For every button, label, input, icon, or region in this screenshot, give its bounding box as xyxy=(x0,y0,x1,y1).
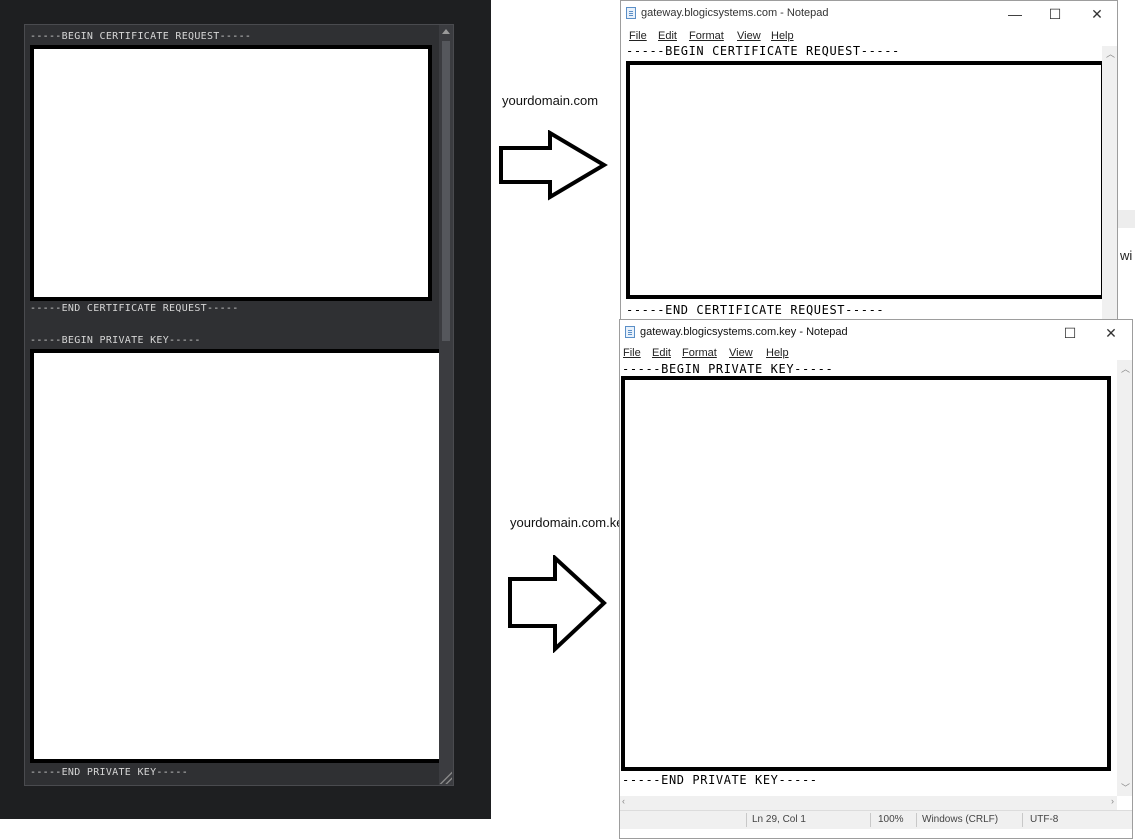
notepad-icon xyxy=(625,326,635,338)
menu-help[interactable]: Help xyxy=(766,347,789,359)
background-text: wi xyxy=(1120,248,1133,263)
close-button[interactable]: ✕ xyxy=(1091,6,1103,22)
title-bar: gateway.blogicsystems.com - Notepad — ☐ … xyxy=(621,1,1117,28)
key-redacted-block xyxy=(621,376,1111,771)
csr-redacted-block xyxy=(30,45,432,301)
close-button[interactable]: ✕ xyxy=(1105,325,1117,341)
key-file-label: yourdomain.com.key xyxy=(510,515,630,530)
arrow-right-icon xyxy=(508,555,607,653)
key-end-line: -----END PRIVATE KEY----- xyxy=(30,767,189,778)
window-title: gateway.blogicsystems.com - Notepad xyxy=(641,7,829,19)
csr-end-line: -----END CERTIFICATE REQUEST----- xyxy=(626,303,885,317)
menu-edit[interactable]: Edit xyxy=(652,347,671,359)
scroll-left-arrow-icon[interactable]: ‹ xyxy=(622,796,625,806)
key-begin-line: -----BEGIN PRIVATE KEY----- xyxy=(622,362,834,376)
menu-bar: File Edit Format View Help xyxy=(620,345,1132,363)
notepad-icon xyxy=(626,7,636,19)
csr-textarea[interactable]: -----BEGIN CERTIFICATE REQUEST----- ----… xyxy=(24,24,454,786)
menu-bar: File Edit Format View Help xyxy=(621,28,1117,46)
scroll-down-arrow-icon[interactable]: ﹀ xyxy=(1121,783,1131,793)
background-strip xyxy=(1117,210,1135,228)
csr-begin-line: -----BEGIN CERTIFICATE REQUEST----- xyxy=(626,44,900,58)
menu-help[interactable]: Help xyxy=(771,30,794,42)
vertical-scrollbar[interactable]: ︿ xyxy=(1102,46,1117,321)
menu-file[interactable]: File xyxy=(629,30,647,42)
menu-view[interactable]: View xyxy=(729,347,753,359)
scroll-up-arrow-icon[interactable]: ︿ xyxy=(1106,49,1116,59)
key-begin-line: -----BEGIN PRIVATE KEY----- xyxy=(30,335,201,346)
scroll-up-arrow-icon[interactable]: ︿ xyxy=(1121,364,1131,374)
horizontal-scrollbar[interactable]: ‹ › xyxy=(620,796,1117,810)
encoding: UTF-8 xyxy=(1030,814,1059,825)
zoom-level: 100% xyxy=(878,814,904,825)
notepad-window-key: gateway.blogicsystems.com.key - Notepad … xyxy=(619,319,1133,839)
scrollbar-thumb[interactable] xyxy=(442,41,450,341)
key-redacted-block xyxy=(30,349,448,763)
scroll-up-arrow-icon[interactable] xyxy=(442,29,450,34)
resize-grip-icon[interactable] xyxy=(438,770,452,784)
maximize-button[interactable]: ☐ xyxy=(1048,6,1062,22)
csr-file-label: yourdomain.com xyxy=(502,93,599,108)
menu-edit[interactable]: Edit xyxy=(658,30,677,42)
menu-format[interactable]: Format xyxy=(682,347,717,359)
window-title: gateway.blogicsystems.com.key - Notepad xyxy=(640,326,848,338)
csr-redacted-block xyxy=(626,61,1105,299)
arrow-right-icon xyxy=(499,130,608,201)
key-end-line: -----END PRIVATE KEY----- xyxy=(622,773,818,787)
cursor-position: Ln 29, Col 1 xyxy=(752,814,806,825)
csr-begin-line: -----BEGIN CERTIFICATE REQUEST----- xyxy=(30,31,252,42)
menu-file[interactable]: File xyxy=(623,347,641,359)
scroll-right-arrow-icon[interactable]: › xyxy=(1111,796,1114,806)
status-bar: Ln 29, Col 1 100% Windows (CRLF) UTF-8 xyxy=(620,810,1132,829)
vertical-scrollbar[interactable]: ︿ ﹀ xyxy=(1117,360,1132,796)
title-bar: gateway.blogicsystems.com.key - Notepad … xyxy=(620,320,1132,347)
csr-end-line: -----END CERTIFICATE REQUEST----- xyxy=(30,303,239,314)
maximize-button[interactable]: ☐ xyxy=(1063,325,1077,341)
menu-view[interactable]: View xyxy=(737,30,761,42)
notepad-window-csr: gateway.blogicsystems.com - Notepad — ☐ … xyxy=(620,0,1118,322)
vertical-scrollbar[interactable] xyxy=(439,25,453,785)
menu-format[interactable]: Format xyxy=(689,30,724,42)
csr-output-panel: -----BEGIN CERTIFICATE REQUEST----- ----… xyxy=(0,0,491,819)
minimize-button[interactable]: — xyxy=(1008,6,1022,22)
line-endings: Windows (CRLF) xyxy=(922,814,999,825)
